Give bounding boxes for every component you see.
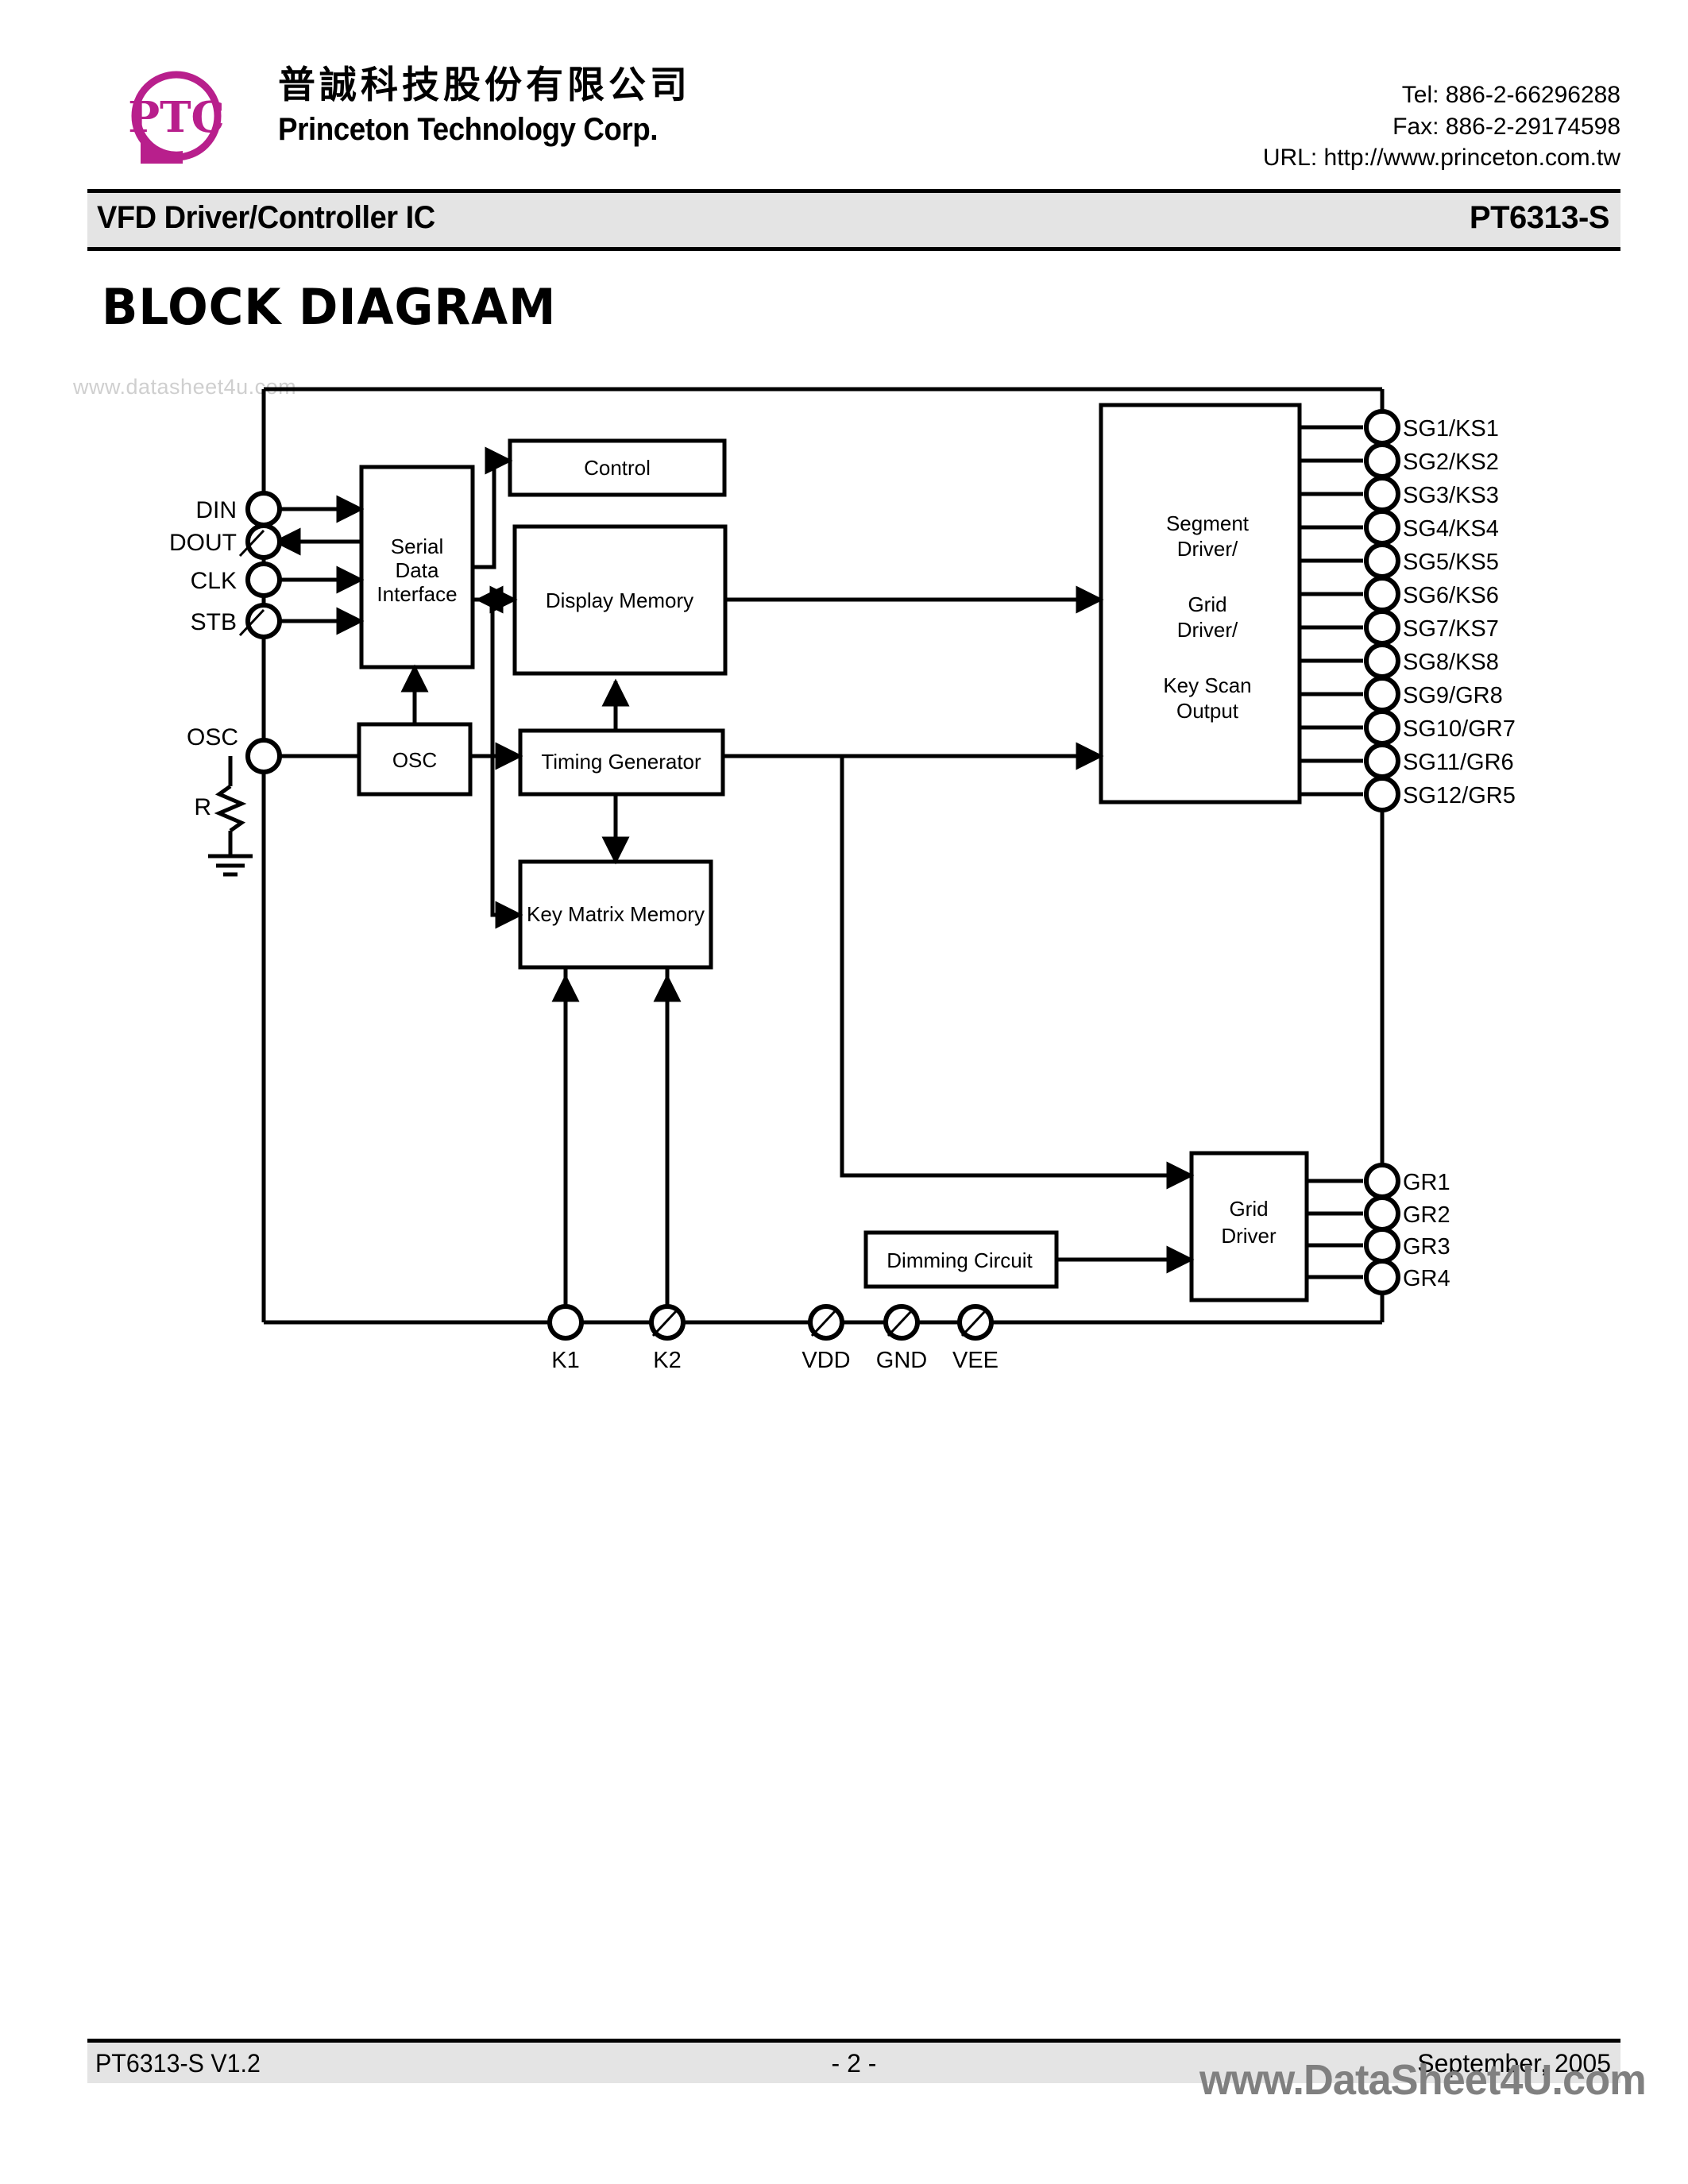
label-serial-data-interface-2: Data (396, 558, 439, 582)
pin-wires-segment (1300, 425, 1363, 797)
label-grid-driver-1: Grid (1229, 1197, 1268, 1221)
label-timing-generator: Timing Generator (541, 750, 701, 774)
svg-text:SG9/GR8: SG9/GR8 (1403, 683, 1503, 708)
svg-text:VEE: VEE (952, 1348, 999, 1373)
pin-wires-left (208, 495, 523, 877)
svg-text:PTC: PTC (128, 93, 224, 142)
pin-label-osc: OSC (187, 724, 238, 751)
label-serial-data-interface-3: Interface (377, 582, 457, 606)
pin-terminal-vdd (808, 1304, 844, 1341)
watermark-top: www.datasheet4u.com (73, 375, 297, 399)
svg-text:GR1: GR1 (1403, 1170, 1450, 1195)
pin-terminals (245, 409, 1400, 1341)
label-segment-driver-5: Key Scan (1163, 673, 1251, 697)
footer-date: September, 2005 (1417, 2049, 1611, 2078)
footer-page-number: - 2 - (831, 2049, 877, 2078)
block-display-memory (512, 524, 728, 676)
svg-text:SG11/GR6: SG11/GR6 (1403, 750, 1514, 775)
label-segment-driver-2: Driver/ (1177, 537, 1238, 561)
block-osc (357, 722, 473, 797)
svg-text:GR3: GR3 (1403, 1234, 1450, 1260)
label-display-memory: Display Memory (546, 588, 693, 612)
active-low-slashes (238, 529, 987, 1337)
pin-terminal-vee (957, 1304, 994, 1341)
svg-text:GR4: GR4 (1403, 1266, 1450, 1291)
segment-pin-labels: SG1/KS1 SG2/KS2 SG3/KS3 SG4/KS4 SG5/KS5 … (1403, 416, 1516, 808)
svg-text:SG4/KS4: SG4/KS4 (1403, 516, 1499, 542)
label-segment-driver-4: Driver/ (1177, 618, 1238, 642)
bottom-pin-labels: K1 K2 VDD GND VEE (551, 1348, 999, 1373)
block-dimming-circuit (863, 1230, 1059, 1289)
svg-text:SG7/KS7: SG7/KS7 (1403, 616, 1499, 642)
page-header: PTC 普誠科技股份有限公司 Princeton Technology Corp… (87, 40, 1620, 187)
label-segment-driver-3: Grid (1188, 592, 1226, 616)
product-category: VFD Driver/Controller IC (97, 200, 435, 235)
company-name-chinese: 普誠科技股份有限公司 (278, 64, 691, 107)
block-control (508, 438, 727, 497)
block-segment-driver (1099, 403, 1302, 805)
pin-wires-grid (1307, 1179, 1363, 1279)
label-segment-driver-1: Segment (1166, 511, 1250, 535)
svg-text:VDD: VDD (802, 1348, 850, 1373)
svg-text:SG1/KS1: SG1/KS1 (1403, 416, 1499, 442)
left-pin-labels: DIN DOUT CLK STB OSC R (169, 497, 238, 820)
pin-terminal-osc (245, 738, 282, 774)
label-osc: OSC (392, 748, 437, 772)
block-key-matrix-memory (518, 859, 713, 970)
block-serial-data-interface (359, 465, 475, 669)
product-title-bar: VFD Driver/Controller IC PT6313-S (87, 193, 1620, 251)
pin-terminal-clk (245, 561, 282, 598)
pin-terminal-gnd (883, 1304, 920, 1341)
ptc-logo-icon: PTC (107, 70, 246, 165)
pin-terminal-dout (245, 523, 282, 560)
block-labels: Serial Data Interface Control Display Me… (377, 456, 1277, 1272)
company-name-english: Princeton Technology Corp. (278, 111, 659, 147)
svg-text:SG2/KS2: SG2/KS2 (1403, 450, 1499, 475)
svg-text:K1: K1 (551, 1348, 579, 1373)
svg-text:SG6/KS6: SG6/KS6 (1403, 583, 1499, 608)
label-key-matrix-memory: Key Matrix Memory (527, 902, 705, 926)
part-number: PT6313-S (1469, 200, 1610, 235)
pin-terminal-stb (245, 603, 282, 639)
pin-terminal-k2 (649, 1304, 686, 1341)
svg-text:GR2: GR2 (1403, 1202, 1450, 1228)
svg-text:SG8/KS8: SG8/KS8 (1403, 650, 1499, 675)
footer-document-version: PT6313-S V1.2 (95, 2049, 261, 2078)
grid-pin-labels: GR1 GR2 GR3 GR4 (1403, 1170, 1450, 1291)
label-serial-data-interface-1: Serial (391, 534, 443, 558)
contact-tel: Tel: 886-2-66296288 (1401, 82, 1620, 108)
label-resistor: R (194, 794, 211, 820)
contact-url: URL: http://www.princeton.com.tw (1262, 145, 1620, 172)
pin-label-din: DIN (195, 497, 237, 523)
pin-terminal-din (245, 491, 282, 527)
pin-terminal-k1 (547, 1304, 584, 1341)
label-grid-driver-2: Driver (1221, 1224, 1277, 1248)
label-dimming-circuit: Dimming Circuit (886, 1248, 1033, 1272)
contact-info: Tel: 886-2-66296288 Fax: 886-2-29174598 … (1263, 79, 1620, 174)
internal-buses (473, 446, 1195, 1322)
block-timing-generator (518, 728, 725, 797)
contact-fax: Fax: 886-2-29174598 (1393, 113, 1620, 140)
svg-text:GND: GND (876, 1348, 927, 1373)
svg-text:SG5/KS5: SG5/KS5 (1403, 550, 1499, 575)
page-title: BLOCK DIAGRAM (102, 278, 557, 336)
svg-text:K2: K2 (653, 1348, 681, 1373)
svg-text:SG10/GR7: SG10/GR7 (1403, 716, 1516, 742)
page-footer: PT6313-S V1.2 - 2 - September, 2005 (87, 2039, 1620, 2083)
pin-label-stb: STB (191, 609, 237, 635)
chip-boundary (261, 387, 1385, 1325)
svg-text:SG12/GR5: SG12/GR5 (1403, 783, 1516, 808)
svg-text:SG3/KS3: SG3/KS3 (1403, 483, 1499, 508)
company-name-block: 普誠科技股份有限公司 Princeton Technology Corp. (278, 64, 882, 148)
block-grid-driver (1189, 1151, 1309, 1302)
pin-label-clk: CLK (191, 568, 237, 594)
label-control: Control (584, 456, 651, 480)
pin-label-dout: DOUT (169, 530, 237, 556)
header-divider (87, 189, 1620, 193)
label-segment-driver-6: Output (1176, 699, 1239, 723)
watermark-bottom: www.DataSheet4U.com (1199, 2056, 1647, 2104)
